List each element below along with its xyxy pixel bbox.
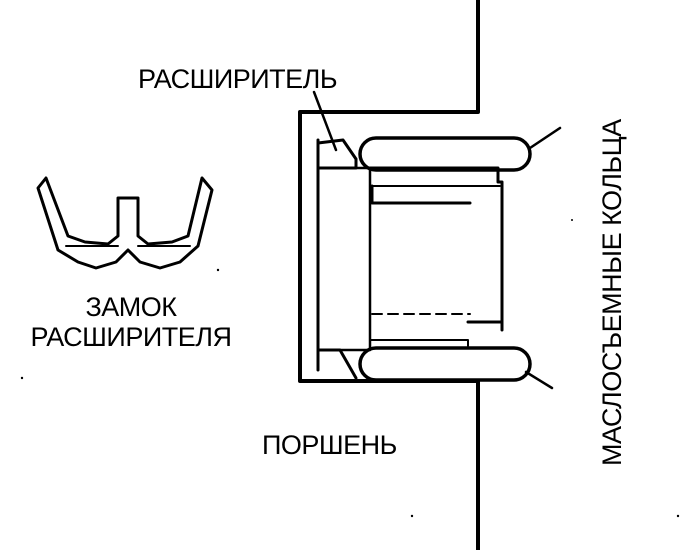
scan-specks — [20, 219, 680, 518]
expander-label: РАСШИРИТЕЛЬ — [138, 64, 338, 94]
piston-body-outline — [298, 0, 480, 550]
piston-label: ПОРШЕНЬ — [262, 430, 397, 460]
groove-lower-step — [369, 339, 469, 347]
expander-bottom-tab — [316, 348, 358, 380]
expander-lock-label: ЗАМОК РАСШИРИТЕЛЯ — [0, 292, 262, 352]
oil-rings-label: МАСЛОСЪЕМНЫЕ КОЛЬЦА — [597, 119, 627, 466]
expander-top-tab — [316, 138, 358, 170]
expander-lock-label-line1: ЗАМОК — [85, 292, 177, 322]
upper-oil-ring — [358, 136, 532, 172]
expander-body — [316, 166, 372, 352]
lower-oil-ring — [358, 346, 532, 382]
expander-leader-line — [312, 90, 338, 152]
groove-upper-step — [368, 166, 504, 332]
expander-lock-outline — [36, 176, 214, 270]
expander-lock-label-line2: РАСШИРИТЕЛЯ — [30, 322, 232, 352]
lower-ring-leader-line — [524, 370, 554, 390]
upper-ring-leader-line — [528, 126, 562, 150]
groove-inner-top — [370, 184, 472, 205]
